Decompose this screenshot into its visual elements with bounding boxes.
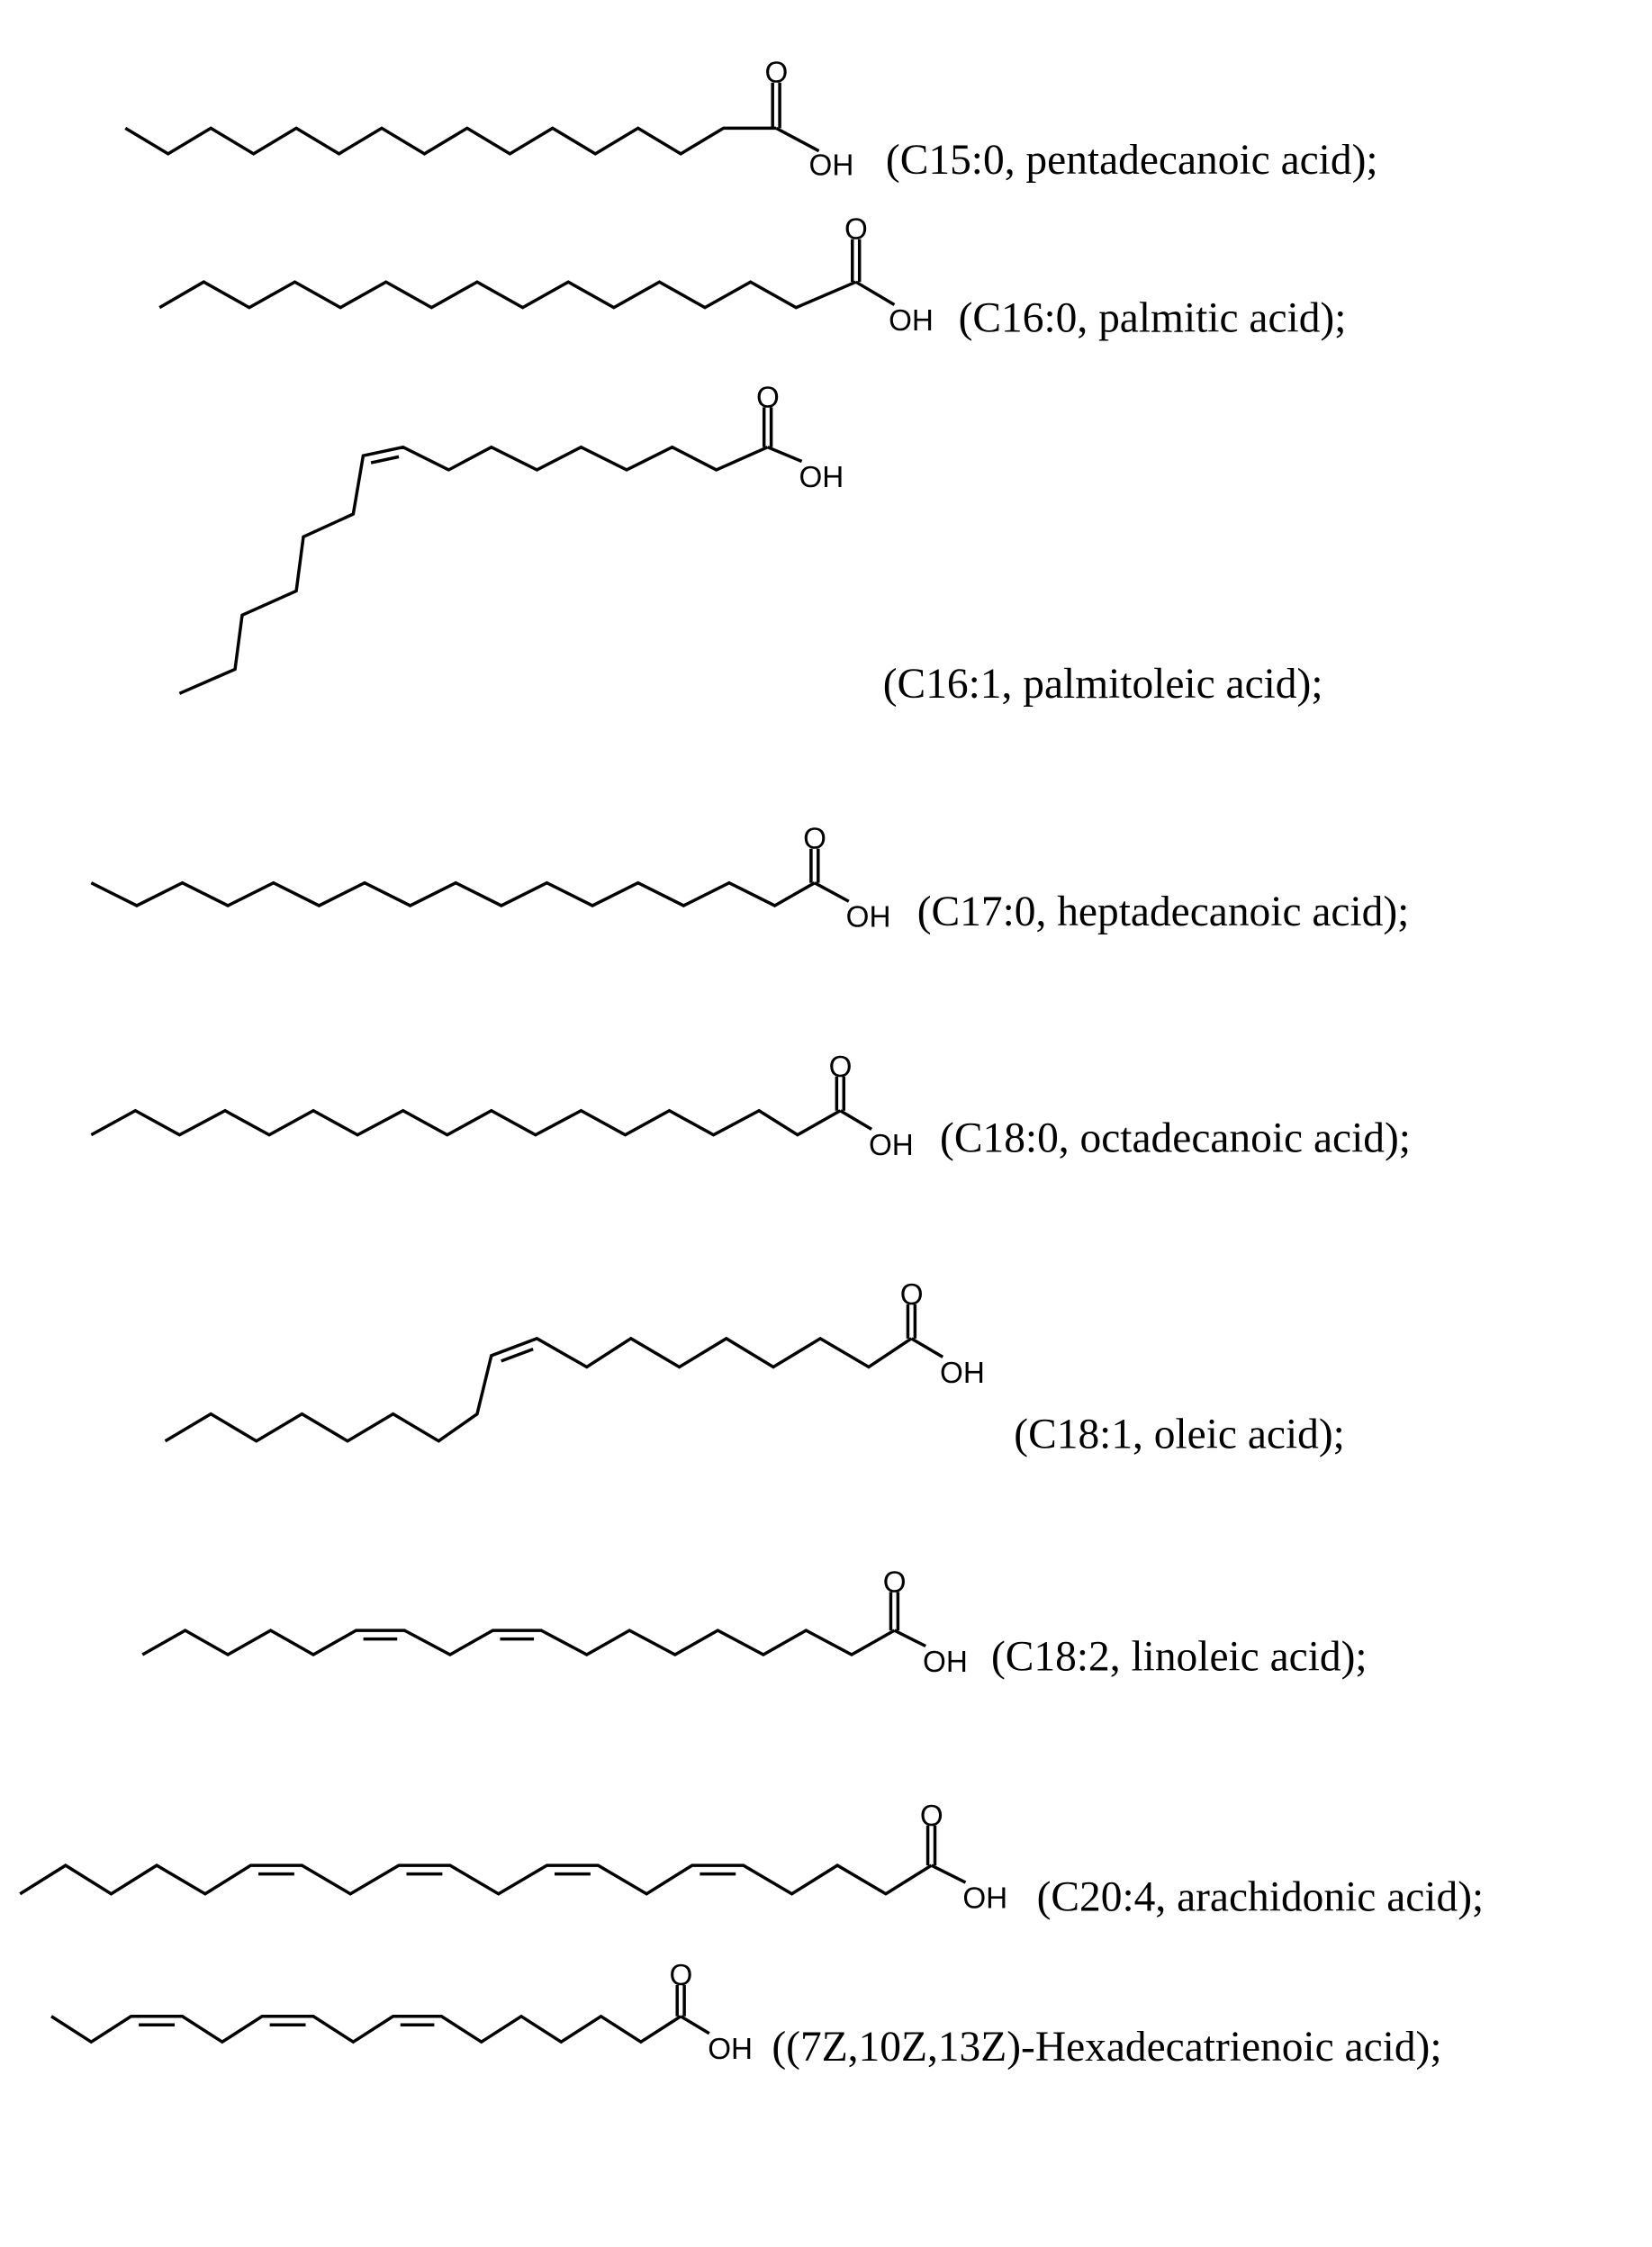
carbon-chain	[158, 280, 857, 310]
hydroxyl-label: OH	[889, 304, 934, 338]
hydroxyl-label: OH	[799, 461, 844, 494]
structure-c17-0: O OH (C17:0, heptadecanoic acid);	[90, 823, 1410, 935]
double-bond-line	[370, 455, 400, 465]
compound-name-label: (C18:0, octadecanoic acid);	[940, 1115, 1411, 1162]
carbon-chain	[178, 445, 769, 695]
oxygen-atom-label: O	[844, 213, 868, 247]
structure-c20-4: O OH (C20:4, arachidonic acid);	[19, 1800, 1485, 1921]
hydroxyl-label: OH	[869, 1129, 914, 1162]
carbon-chain	[50, 2014, 682, 2044]
carbon-chain	[141, 1629, 896, 1656]
compound-name-label: ((7Z,10Z,13Z)-Hexadecatrienoic acid);	[772, 2024, 1441, 2071]
compound-name-label: (C20:4, arachidonic acid);	[1037, 1874, 1485, 1921]
compound-name-label: (C15:0, pentadecanoic acid);	[886, 137, 1378, 184]
structure-c16-0: O OH (C16:0, palmitic acid);	[158, 213, 1347, 342]
structure-c15-0: O OH (C15:0, pentadecanoic acid);	[124, 57, 1378, 184]
compound-name-label: (C16:1, palmitoleic acid);	[883, 661, 1323, 708]
hydroxyl-bond	[766, 446, 803, 464]
hydroxyl-bond	[893, 1629, 927, 1648]
carbon-chain	[124, 126, 777, 156]
hydroxyl-label: OH	[708, 2033, 753, 2066]
hydroxyl-label: OH	[846, 901, 891, 934]
hydroxyl-bond	[910, 1337, 944, 1358]
structure-c18-2: O OH (C18:2, linoleic acid);	[141, 1566, 1368, 1680]
structure-c18-1: O OH (C18:1, oleic acid);	[164, 1278, 1345, 1458]
oxygen-atom-label: O	[803, 823, 826, 856]
oxygen-atom-label: O	[670, 1959, 693, 1992]
structure-c16-1: O OH (C16:1, palmitoleic acid);	[178, 381, 1323, 708]
carbon-chain	[90, 1108, 842, 1137]
structure-c18-0: O OH (C18:0, octadecanoic acid);	[90, 1051, 1411, 1162]
hydroxyl-bond	[854, 280, 896, 306]
structure-hexadecatrienoic: O OH ((7Z,10Z,13Z)-Hexadecatrienoic acid);	[50, 1959, 1442, 2071]
oxygen-atom-label: O	[920, 1800, 943, 1833]
hydroxyl-bond	[680, 2015, 710, 2035]
compound-name-label: (C18:1, oleic acid);	[1014, 1412, 1345, 1458]
double-bond-line	[501, 1347, 534, 1363]
hydroxyl-label: OH	[962, 1882, 1007, 1916]
oxygen-atom-label: O	[900, 1278, 924, 1312]
hydroxyl-label: OH	[940, 1357, 985, 1390]
hydroxyl-bond	[775, 126, 820, 153]
compound-name-label: (C17:0, heptadecanoic acid);	[917, 889, 1410, 935]
compound-name-label: (C18:2, linoleic acid);	[991, 1633, 1368, 1680]
hydroxyl-label: OH	[809, 149, 854, 183]
oxygen-atom-label: O	[829, 1051, 853, 1084]
hydroxyl-bond	[839, 1109, 873, 1131]
oxygen-atom-label: O	[756, 381, 780, 414]
hydroxyl-bond	[814, 881, 850, 903]
carbon-chain	[164, 1336, 913, 1443]
carbon-chain	[19, 1863, 933, 1896]
compound-name-label: (C16:0, palmitic acid);	[959, 295, 1347, 342]
oxygen-atom-label: O	[764, 57, 788, 90]
hydroxyl-label: OH	[923, 1646, 968, 1679]
oxygen-atom-label: O	[883, 1566, 907, 1599]
hydroxyl-bond	[930, 1863, 967, 1884]
carbon-chain	[90, 880, 816, 907]
